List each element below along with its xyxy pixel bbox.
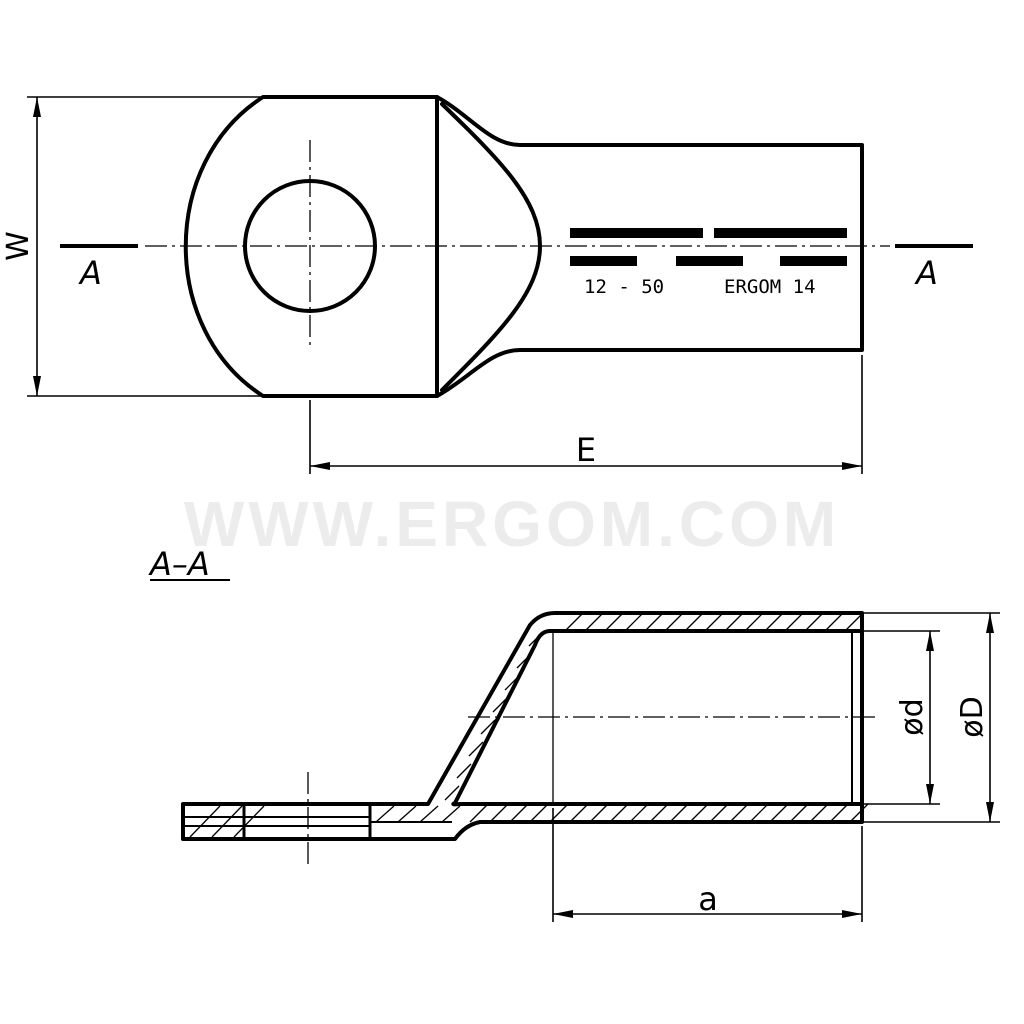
hatch-line bbox=[749, 803, 769, 823]
hatch-line bbox=[824, 612, 844, 632]
hatch-line bbox=[589, 803, 609, 823]
marking-text-left: 12 - 50 bbox=[584, 276, 664, 298]
hatch-line bbox=[684, 612, 704, 632]
section-inner-bore bbox=[451, 629, 864, 807]
hatch-line bbox=[444, 785, 460, 801]
hatch-line bbox=[809, 803, 829, 823]
hatch-line bbox=[584, 612, 604, 632]
marking-text-right: ERGOM 14 bbox=[724, 276, 816, 298]
section-title: A–A bbox=[148, 545, 210, 583]
hatch-line bbox=[729, 803, 749, 823]
hatch-line bbox=[564, 612, 584, 632]
lug-palm-outline bbox=[183, 95, 439, 398]
hatch-line bbox=[604, 612, 624, 632]
section-view: A–A ød øD a bbox=[148, 545, 1000, 922]
hatch-line bbox=[529, 803, 549, 823]
marking-bar bbox=[676, 256, 743, 266]
hatch-line bbox=[769, 803, 789, 823]
hatch-line bbox=[509, 803, 529, 823]
marking-bar bbox=[780, 256, 847, 266]
hatch-line bbox=[669, 803, 689, 823]
hatch-line bbox=[764, 612, 784, 632]
hatch-line bbox=[709, 803, 729, 823]
hatch-line bbox=[644, 612, 664, 632]
section-marker-right: A bbox=[914, 254, 938, 292]
hatch-line bbox=[724, 612, 744, 632]
watermark: WWW.ERGOM.COM bbox=[184, 488, 840, 560]
hatch-line bbox=[468, 741, 484, 757]
hatch-line bbox=[441, 805, 461, 823]
hatch-line bbox=[649, 803, 669, 823]
dim-label-w: W bbox=[1, 231, 36, 261]
dim-label-outer-d: øD bbox=[955, 696, 990, 737]
hatch-line bbox=[629, 803, 649, 823]
hatch-line bbox=[789, 803, 809, 823]
top-view: 12 - 50 ERGOM 14 A A W E bbox=[1, 95, 973, 474]
section-hatching bbox=[189, 612, 869, 838]
lug-barrel-outline bbox=[435, 95, 864, 398]
hatch-line bbox=[689, 803, 709, 823]
hatch-line bbox=[704, 612, 724, 632]
hatch-line bbox=[849, 803, 869, 823]
hatch-line bbox=[784, 612, 804, 632]
hatch-line bbox=[211, 805, 243, 838]
hatch-line bbox=[375, 805, 395, 823]
hatch-line bbox=[624, 612, 644, 632]
hatch-line bbox=[456, 763, 472, 779]
hatch-line bbox=[492, 697, 508, 713]
hatch-line bbox=[397, 805, 417, 823]
section-marker-left: A bbox=[78, 254, 102, 292]
dim-label-d: ød bbox=[895, 698, 930, 735]
hatch-line bbox=[419, 805, 439, 823]
hatch-line bbox=[489, 803, 509, 823]
marking-bar bbox=[714, 228, 847, 238]
hatch-line bbox=[664, 612, 684, 632]
hatch-line bbox=[744, 612, 764, 632]
hatch-line bbox=[804, 612, 824, 632]
hatch-line bbox=[189, 805, 221, 838]
hatch-line bbox=[569, 803, 589, 823]
hatch-line bbox=[609, 803, 629, 823]
marking-bar bbox=[570, 228, 703, 238]
hatch-line bbox=[480, 719, 496, 735]
hatch-line bbox=[829, 803, 849, 823]
marking-bar bbox=[570, 256, 637, 266]
hatch-line bbox=[233, 805, 265, 838]
hatch-line bbox=[469, 803, 489, 823]
dim-label-a: a bbox=[698, 880, 718, 918]
dim-label-e: E bbox=[576, 431, 596, 469]
